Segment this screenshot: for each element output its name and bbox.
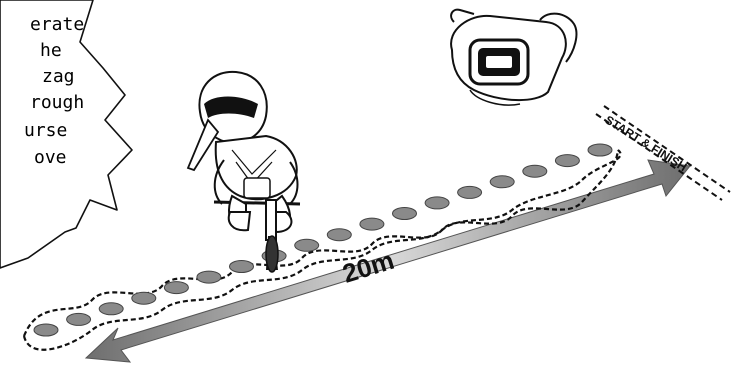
start-finish-label: START & FINISH xyxy=(602,113,689,175)
cone xyxy=(67,313,91,325)
cone xyxy=(164,282,188,294)
bubble-line-2: he xyxy=(40,40,62,61)
cone xyxy=(523,165,547,177)
stopwatch-icon xyxy=(451,10,576,105)
cone xyxy=(588,144,612,156)
cone xyxy=(230,261,254,273)
cone xyxy=(197,271,221,283)
cone xyxy=(327,229,351,241)
bubble-line-5: urse xyxy=(24,120,67,141)
bubble-line-1: erate xyxy=(30,14,84,35)
cone xyxy=(393,208,417,220)
zigzag-course xyxy=(24,144,621,350)
cones xyxy=(34,144,612,336)
bubble-line-4: rough xyxy=(30,92,84,113)
cone xyxy=(425,197,449,209)
cone xyxy=(132,292,156,304)
bubble-line-3: zag xyxy=(42,66,75,87)
cone xyxy=(360,218,384,230)
rider-on-bike-icon xyxy=(188,72,300,272)
cone xyxy=(34,324,58,336)
cone xyxy=(458,186,482,198)
cone xyxy=(99,303,123,315)
speech-bubble: erate he zag rough urse ove xyxy=(0,0,132,268)
bubble-line-6: ove xyxy=(34,147,67,168)
cone xyxy=(555,155,579,167)
cone xyxy=(490,176,514,188)
zigzag-path-lower xyxy=(24,150,621,350)
cone xyxy=(295,239,319,251)
